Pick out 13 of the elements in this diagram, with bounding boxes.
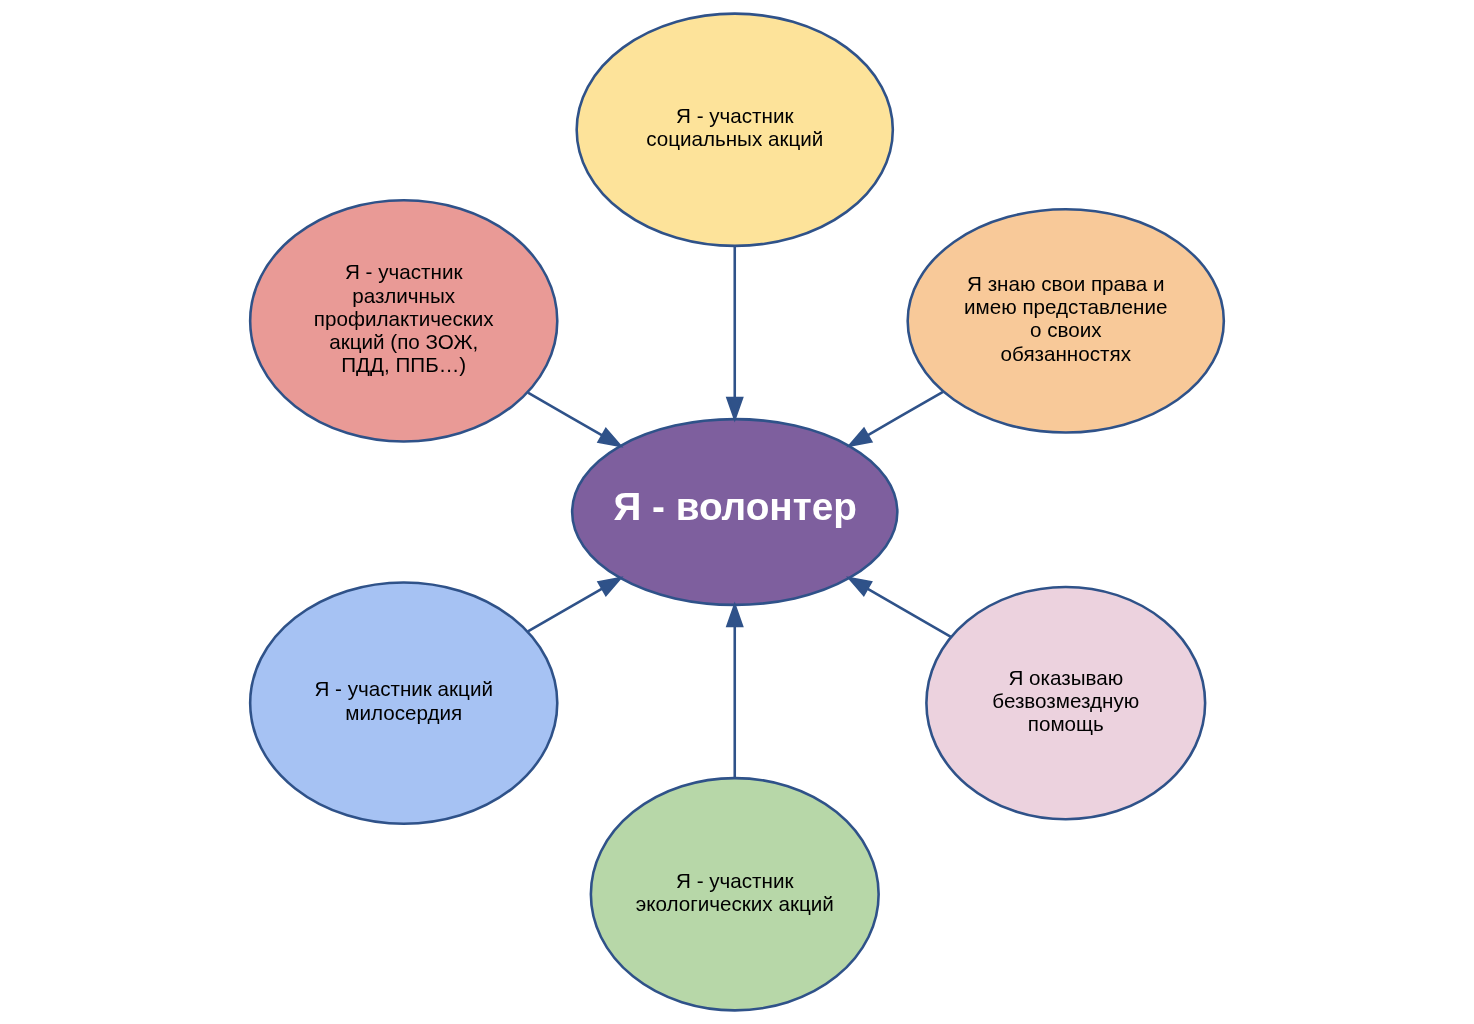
- node-ellipse: Я - участник социальных акций: [575, 12, 895, 248]
- node-ellipse: Я оказываю безвозмездную помощь: [925, 585, 1207, 821]
- arrow: [725, 246, 744, 423]
- arrow: [846, 576, 952, 638]
- node-ellipse: Я знаю свои права и имею представление о своих обязанностях: [906, 207, 1226, 434]
- arrow: [527, 391, 624, 448]
- node-ellipse: Я - участник акций милосердия: [248, 581, 559, 826]
- arrow: [725, 601, 744, 778]
- node-ellipse: Я - волонтер: [570, 417, 899, 607]
- node-ellipse: Я - участник различных профилактических акций (по ЗОЖ, ПДД, ППБ…): [248, 198, 559, 443]
- node-ellipse: Я - участник экологических акций: [589, 776, 880, 1012]
- arrow: [846, 390, 944, 448]
- arrow: [527, 576, 624, 633]
